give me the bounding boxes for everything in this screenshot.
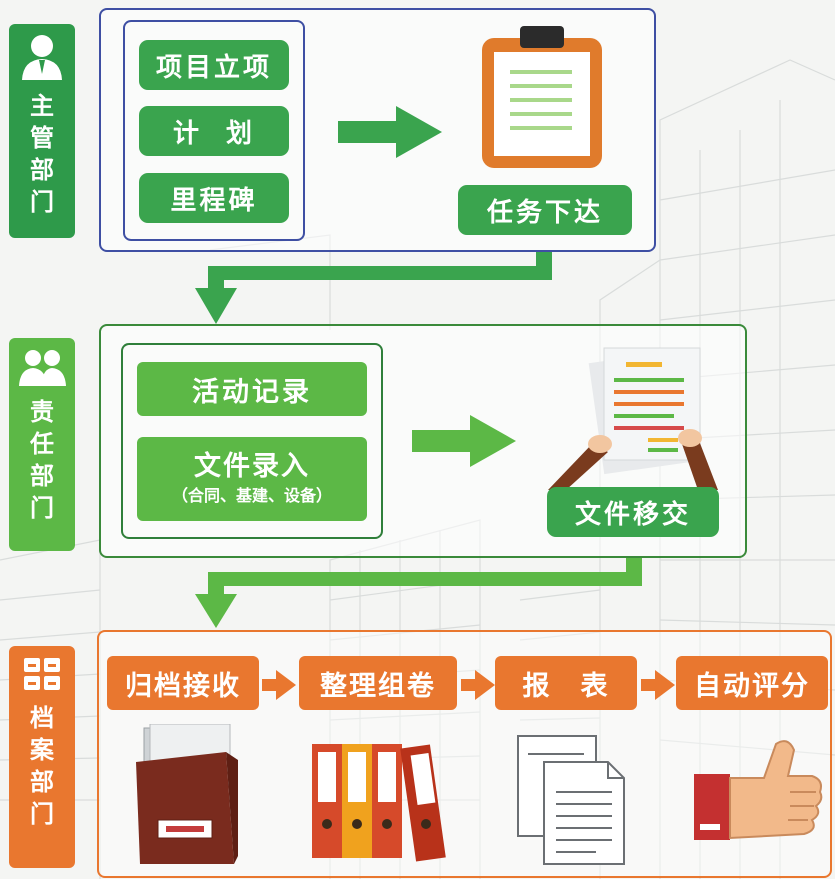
- sidebar-dept-bottom: 档案部门: [9, 646, 75, 868]
- clipboard-icon: [482, 26, 602, 168]
- sidebar-dept-mid: 责任部门: [9, 338, 75, 551]
- archive-step-report: 报 表: [495, 656, 637, 710]
- archive-step-organize: 整理组卷: [299, 656, 457, 710]
- activity-record-label: 活动记录: [137, 362, 367, 416]
- connector-arrow-1: [195, 252, 552, 324]
- file-entry-box: 文件录入 （合同、基建、设备）: [137, 437, 367, 521]
- arrow-right-icon: [412, 415, 516, 467]
- dept-top-label: 主管部门: [30, 92, 54, 216]
- file-entry-label: 文件录入: [194, 451, 310, 482]
- connector-arrow-2: [195, 558, 642, 628]
- responsible-items-frame: [121, 343, 383, 539]
- file-box-icon: [136, 724, 238, 864]
- report-pages-icon: [517, 735, 625, 865]
- task-assign-label: 任务下达: [458, 185, 632, 235]
- step-arrow-icon: [461, 670, 495, 700]
- file-entry-sublabel: （合同、基建、设备）: [171, 486, 332, 505]
- step-arrow-icon: [262, 670, 296, 700]
- dept-mid-label: 责任部门: [30, 398, 54, 522]
- archive-step-auto-score: 自动评分: [676, 656, 828, 710]
- dept-bottom-label: 档案部门: [30, 704, 54, 828]
- binders-icon: [312, 744, 446, 862]
- file-transfer-label: 文件移交: [547, 487, 719, 537]
- grid-icon: [24, 658, 60, 690]
- thumbs-up-icon: [694, 740, 823, 840]
- person-icon: [22, 35, 62, 80]
- document-hands-icon: [548, 347, 718, 490]
- planning-item-project-approval: 项目立项: [139, 40, 289, 90]
- planning-item-plan: 计 划: [139, 106, 289, 156]
- archive-step-receive: 归档接收: [107, 656, 259, 710]
- planning-items-frame: [123, 20, 305, 241]
- people-icon: [19, 350, 66, 386]
- step-arrow-icon: [641, 670, 675, 700]
- planning-item-milestone: 里程碑: [139, 173, 289, 223]
- sidebar-dept-top: 主管部门: [9, 24, 75, 238]
- arrow-right-icon: [338, 106, 442, 158]
